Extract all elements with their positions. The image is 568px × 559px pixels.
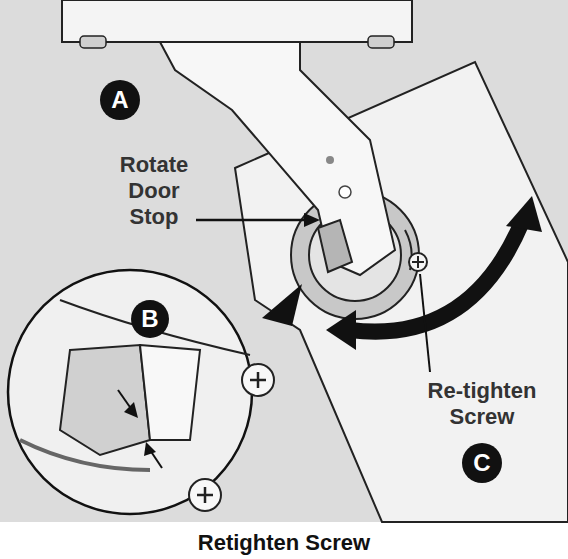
- door-stop: [318, 220, 352, 272]
- plate-screw: [368, 36, 394, 48]
- background: [0, 0, 568, 522]
- plate-screw: [80, 36, 106, 48]
- screw-cross: [412, 256, 424, 268]
- screw-cross: [197, 487, 213, 503]
- part-label: Rotate Door Stop: [108, 152, 200, 230]
- hinge-plate: [62, 0, 412, 42]
- caption: Retighten Screw: [0, 530, 568, 556]
- inset-door-stop: [60, 345, 150, 455]
- screw-cross: [250, 372, 266, 388]
- callout-letter: B: [131, 300, 169, 338]
- part-label: Re-tighten Screw: [412, 378, 552, 430]
- arrow-head: [124, 402, 138, 418]
- screw: [409, 253, 427, 271]
- callout-letter: C: [462, 443, 502, 483]
- arrow-head: [144, 442, 156, 456]
- rotate-arrow: [350, 222, 522, 332]
- inset-edge: [20, 440, 150, 470]
- inset-screw: [242, 364, 274, 396]
- arrow-head: [326, 310, 356, 350]
- inset-arm: [140, 345, 200, 440]
- inset-screw: [189, 479, 221, 511]
- hinge-dot: [326, 156, 334, 164]
- hinge-hole: [339, 186, 351, 198]
- detail-inset: [8, 270, 252, 514]
- arrow-head: [506, 196, 542, 232]
- arrow-head: [304, 213, 320, 227]
- leader-arrow: [196, 219, 306, 222]
- inset-pointer: [262, 284, 302, 326]
- leader-line: [420, 274, 430, 372]
- hinge-arm: [160, 42, 395, 275]
- callout-letter: A: [100, 80, 140, 120]
